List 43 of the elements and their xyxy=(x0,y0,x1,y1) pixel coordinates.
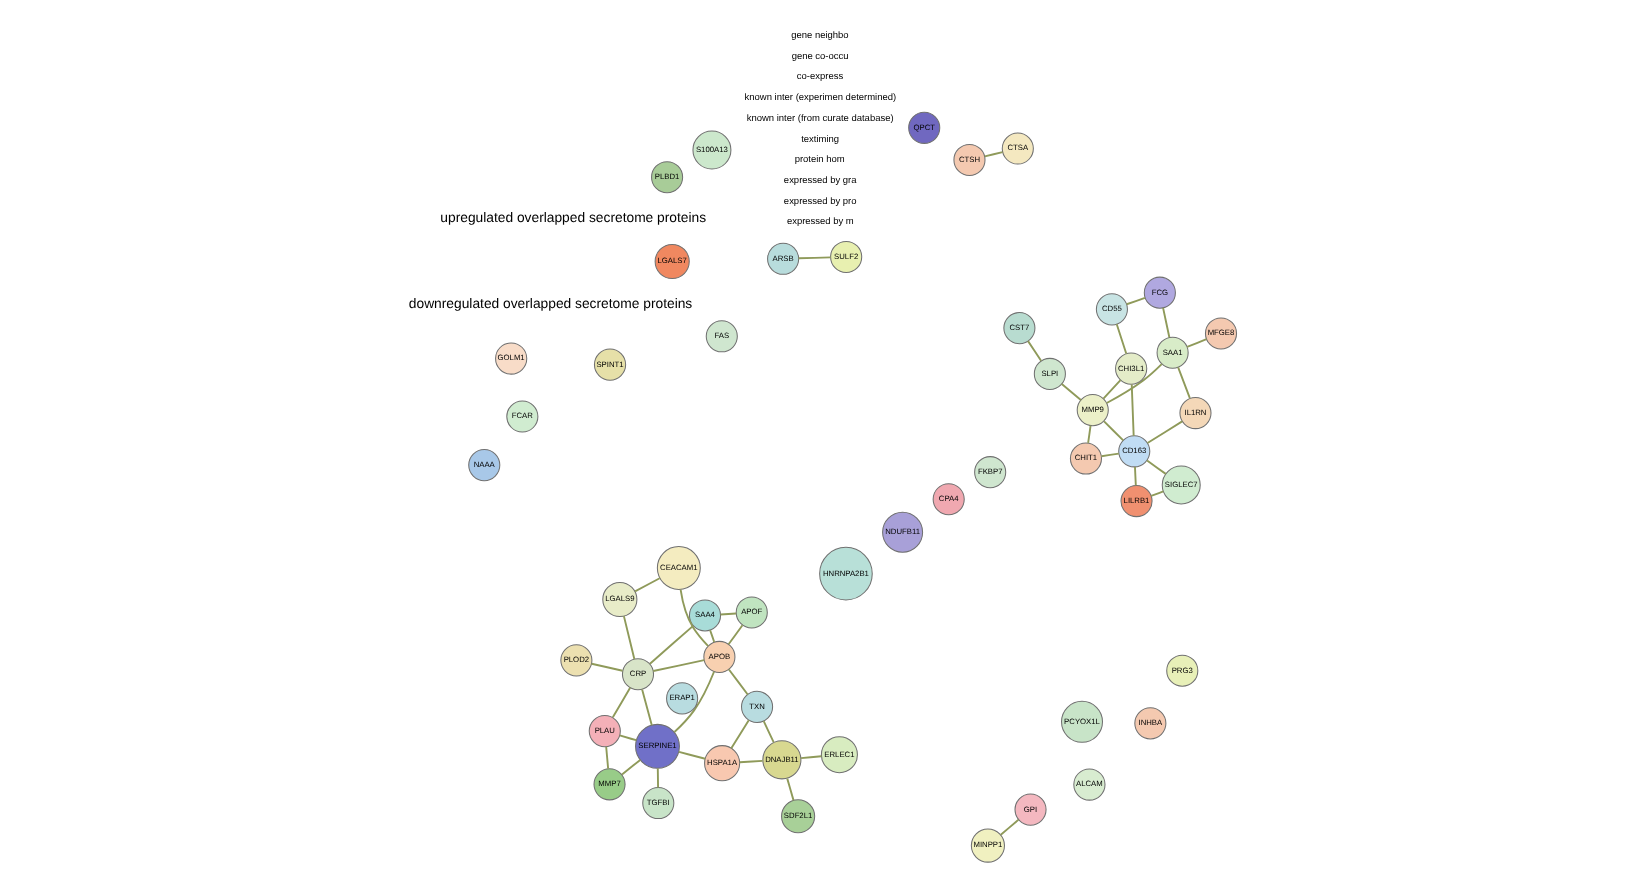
connector xyxy=(1149,490,1164,497)
connector xyxy=(633,577,660,593)
connector xyxy=(796,256,831,260)
connector xyxy=(655,767,659,789)
connector xyxy=(718,612,737,616)
connector xyxy=(726,668,748,696)
connector xyxy=(998,818,1019,836)
connector xyxy=(726,624,743,646)
connector xyxy=(589,662,623,672)
connector xyxy=(610,686,631,719)
connector xyxy=(1099,452,1119,458)
connector xyxy=(620,759,641,776)
connector xyxy=(1145,420,1183,444)
connector xyxy=(729,719,749,750)
connector xyxy=(1101,379,1121,400)
connector xyxy=(621,615,635,661)
connector xyxy=(604,745,609,770)
connector xyxy=(1104,363,1162,404)
connector xyxy=(1129,383,1134,437)
connector xyxy=(799,755,822,760)
connector xyxy=(648,624,694,665)
connector xyxy=(1133,466,1136,487)
connector xyxy=(708,629,715,643)
connector xyxy=(737,759,763,764)
connector xyxy=(1026,340,1042,362)
connector xyxy=(1059,383,1081,402)
connector xyxy=(672,670,714,733)
connector xyxy=(1176,366,1190,400)
connector xyxy=(678,588,708,647)
connector xyxy=(785,777,794,802)
connector xyxy=(677,750,706,760)
connector xyxy=(1102,420,1124,442)
connector xyxy=(1145,459,1166,475)
connector xyxy=(761,720,774,744)
connector xyxy=(640,688,652,726)
connector xyxy=(1161,306,1170,339)
connector xyxy=(1185,338,1207,348)
connector xyxy=(1124,296,1145,306)
connector xyxy=(617,734,637,742)
connector xyxy=(982,151,1003,158)
connector xyxy=(1114,323,1127,355)
connector xyxy=(651,659,705,672)
connector xyxy=(1086,424,1091,444)
